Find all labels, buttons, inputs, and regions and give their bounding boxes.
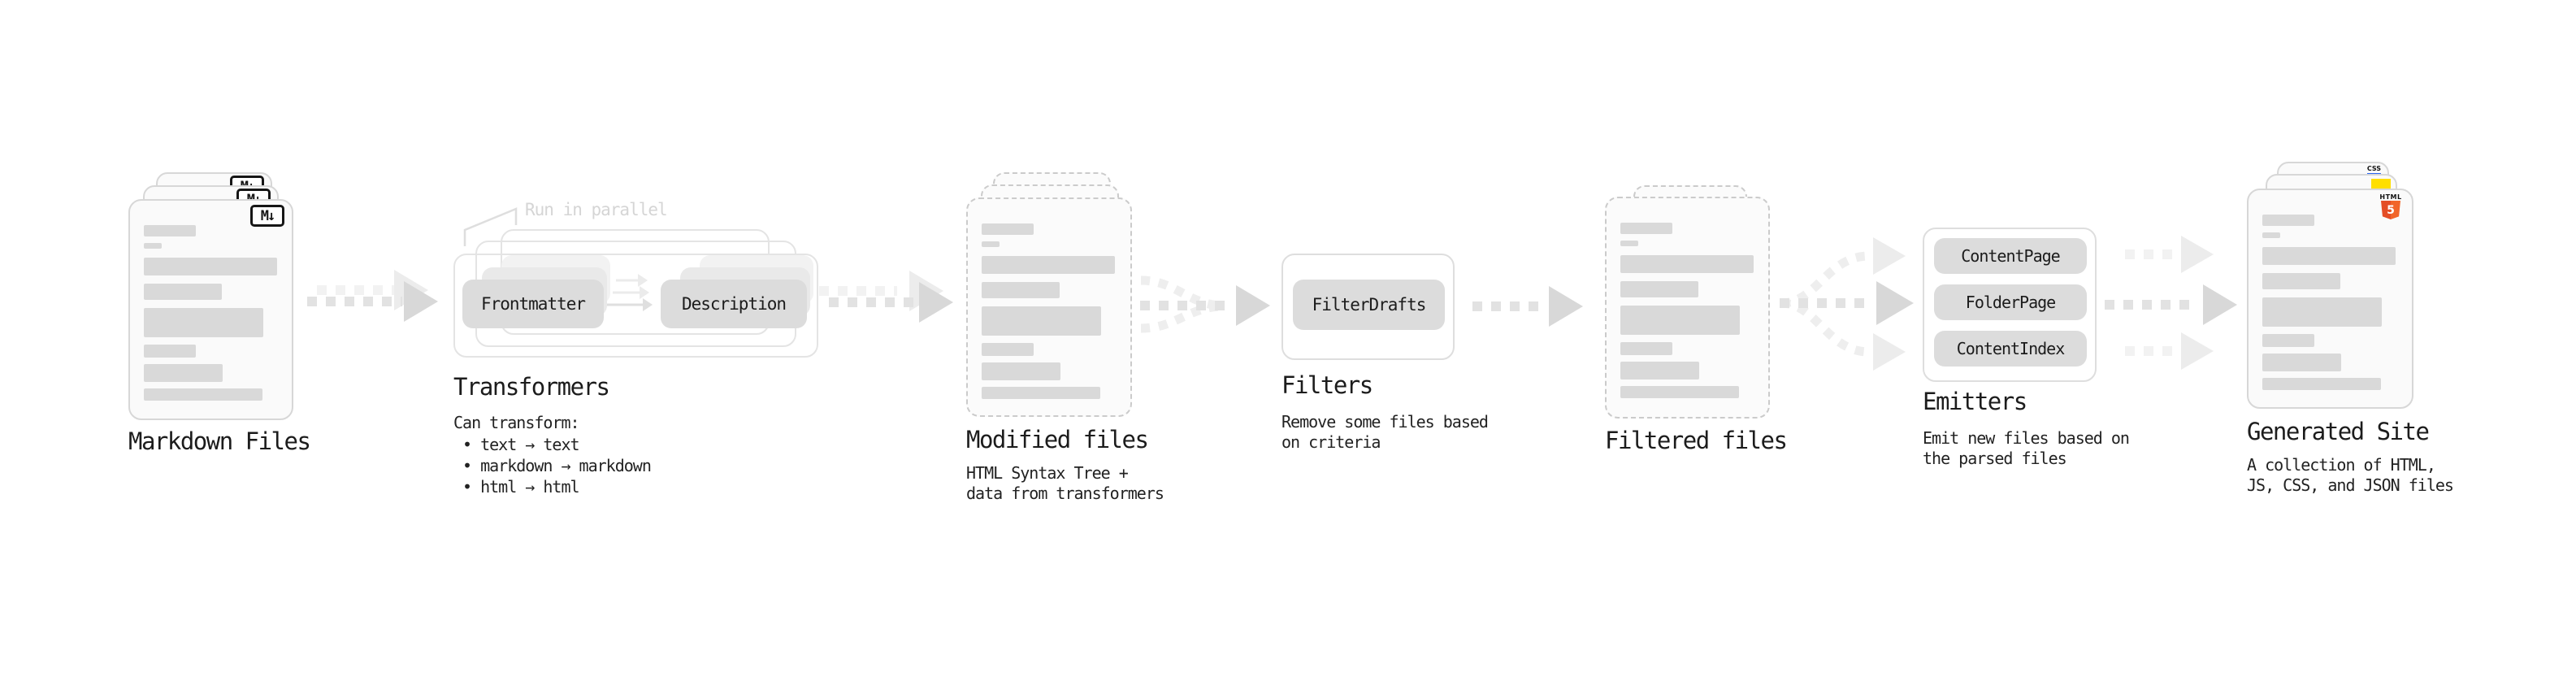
generated-html-file: HTML 5	[2247, 189, 2413, 409]
html5-icon-label: HTML	[2379, 193, 2402, 201]
emitters-title: Emitters	[1923, 388, 2027, 415]
frontmatter-pill: Frontmatter	[462, 280, 604, 328]
javascript-icon	[2371, 179, 2391, 189]
folderpage-pill: FolderPage	[1934, 284, 2087, 320]
html5-icon-shield: 5	[2381, 201, 2400, 219]
html5-icon: HTML 5	[2379, 193, 2402, 219]
emitters-subtitle: Emit new files based on the parsed files	[1923, 428, 2130, 468]
modified-file-front	[966, 197, 1132, 417]
transformer-panel-front	[453, 254, 818, 358]
generated-site-subtitle: A collection of HTML, JS, CSS, and JSON …	[2247, 455, 2454, 495]
transform-bullet: • text → text	[462, 435, 580, 454]
markdown-files-title: Markdown Files	[128, 427, 311, 455]
doc-content-lines	[1620, 223, 1754, 398]
generated-site-title: Generated Site	[2247, 418, 2430, 445]
filtered-file-front	[1605, 197, 1770, 419]
contentpage-pill: ContentPage	[1934, 238, 2087, 274]
filtered-files-title: Filtered files	[1605, 427, 1788, 454]
doc-content-lines	[982, 223, 1115, 399]
emitter-pill-list: ContentPage FolderPage ContentIndex	[1934, 238, 2087, 367]
transformers-title: Transformers	[453, 373, 610, 401]
modified-files-subtitle: HTML Syntax Tree + data from transformer…	[966, 463, 1164, 503]
filters-subtitle: Remove some files based on criteria	[1281, 412, 1489, 452]
doc-content-lines	[144, 225, 277, 401]
description-pill: Description	[661, 280, 807, 328]
transform-bullet: • markdown → markdown	[462, 456, 652, 475]
run-in-parallel-annotation: Run in parallel	[525, 200, 668, 219]
doc-content-lines	[2262, 215, 2396, 390]
transform-bullet: • html → html	[462, 477, 580, 497]
transformers-subtitle: Can transform:	[453, 413, 580, 432]
transformers-capability-list: • text → text • markdown → markdown • ht…	[453, 434, 652, 497]
modified-files-title: Modified files	[966, 426, 1149, 453]
filterdrafts-pill: FilterDrafts	[1293, 280, 1445, 330]
contentindex-pill: ContentIndex	[1934, 331, 2087, 367]
css-icon-label: CSS	[2366, 165, 2381, 172]
markdown-icon: M↓	[250, 205, 284, 227]
filters-title: Filters	[1281, 371, 1373, 399]
markdown-file-front: M↓	[128, 199, 293, 420]
